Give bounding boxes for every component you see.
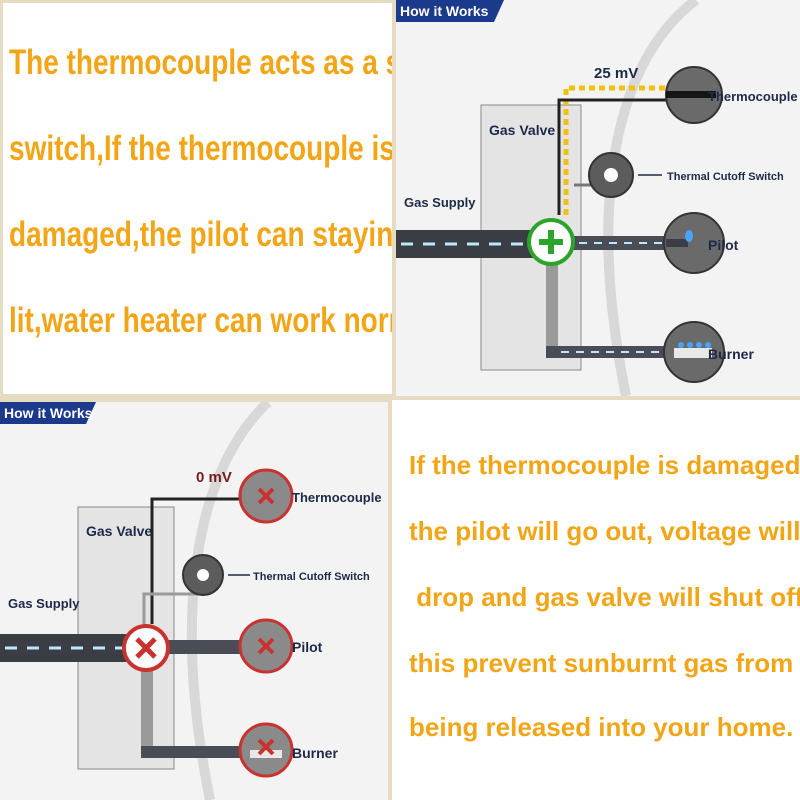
- cutoff-switch-label: Thermal Cutoff Switch: [667, 171, 784, 183]
- caption-line-2: switch,If the thermocouple isn't: [9, 129, 392, 168]
- caption-line-1: The thermocouple acts as a safety: [9, 43, 392, 82]
- banner-bg: [0, 402, 86, 424]
- voltage-reading: 25 mV: [594, 65, 638, 82]
- thermocouple-wire: [150, 497, 268, 624]
- bottom-right-text-panel: If the thermocouple is damaged the pilot…: [392, 400, 800, 800]
- pilot-nozzle: [666, 239, 688, 247]
- burner-plate: [250, 750, 282, 758]
- caption-line-2: the pilot will go out, voltage will: [409, 516, 800, 546]
- caption-line-4: lit,water heater can work normally.: [9, 301, 392, 340]
- gas-valve-label: Gas Valve: [86, 523, 152, 539]
- caption-line-4: this prevent sunburnt gas from: [409, 648, 794, 678]
- banner-title: How it Works: [4, 405, 93, 421]
- burner-flame-1: [678, 342, 684, 348]
- caption-line-1: If the thermocouple is damaged: [409, 450, 800, 480]
- pilot-label: Pilot: [708, 237, 739, 253]
- burner-flame-4: [705, 342, 711, 348]
- burner-flame-2: [687, 342, 693, 348]
- thermocouple-x-2: [257, 487, 275, 505]
- caption-line-3: damaged,the pilot can staying: [9, 215, 392, 254]
- diagram-damaged-svg: How it Works Gas Valve Gas Supply 0 mV T…: [0, 402, 382, 800]
- top-left-text-panel: The thermocouple acts as a safety switch…: [3, 3, 392, 394]
- thermocouple-wire-1: [563, 85, 688, 215]
- burner-label: Burner: [292, 745, 338, 761]
- thermocouple-label: Thermocouple: [708, 89, 798, 104]
- cutoff-switch-label: Thermal Cutoff Switch: [253, 571, 370, 583]
- banner-title: How it Works: [400, 3, 489, 19]
- burner-feed-vertical: [546, 248, 558, 356]
- valve-plus-v: [548, 230, 554, 254]
- thermocouple-label: Thermocouple: [292, 490, 382, 505]
- burner-pipe: [141, 746, 266, 758]
- voltage-reading: 0 mV: [196, 469, 232, 486]
- cutoff-switch-center: [604, 168, 618, 182]
- caption-line-5: being released into your home.: [409, 712, 794, 742]
- thermocouple-probe: [666, 91, 716, 98]
- cutoff-switch-center: [197, 569, 209, 581]
- diagram-working-svg: How it Works Gas Valve Gas Supply 25 mV …: [396, 0, 798, 396]
- diagram-working-panel: How it Works Gas Valve Gas Supply 25 mV …: [396, 0, 800, 396]
- pilot-pipe: [556, 236, 684, 250]
- thermocouple-wire-2: [557, 98, 688, 215]
- background-arc: [603, 0, 700, 396]
- pilot-x-2: [257, 637, 275, 655]
- burner-label: Burner: [708, 346, 754, 362]
- gas-supply-label: Gas Supply: [8, 596, 80, 611]
- gas-valve-label: Gas Valve: [489, 122, 555, 138]
- burner-pipe: [546, 346, 684, 358]
- burner-flame-3: [696, 342, 702, 348]
- caption-line-3: drop and gas valve will shut off.: [409, 582, 800, 612]
- burner-plate: [674, 348, 712, 358]
- banner-bg: [396, 0, 494, 22]
- pilot-icon: [663, 212, 725, 274]
- burner-x-2: [257, 738, 275, 756]
- burner-feed-vertical: [141, 664, 153, 756]
- pilot-label: Pilot: [292, 639, 323, 655]
- diagram-damaged-panel: How it Works Gas Valve Gas Supply 0 mV T…: [0, 402, 388, 800]
- valve-x-2: [135, 637, 157, 659]
- banner-tail: [494, 0, 504, 22]
- pilot-flame-icon: [685, 230, 693, 242]
- banner-tail: [86, 402, 96, 424]
- gas-supply-label: Gas Supply: [404, 195, 476, 210]
